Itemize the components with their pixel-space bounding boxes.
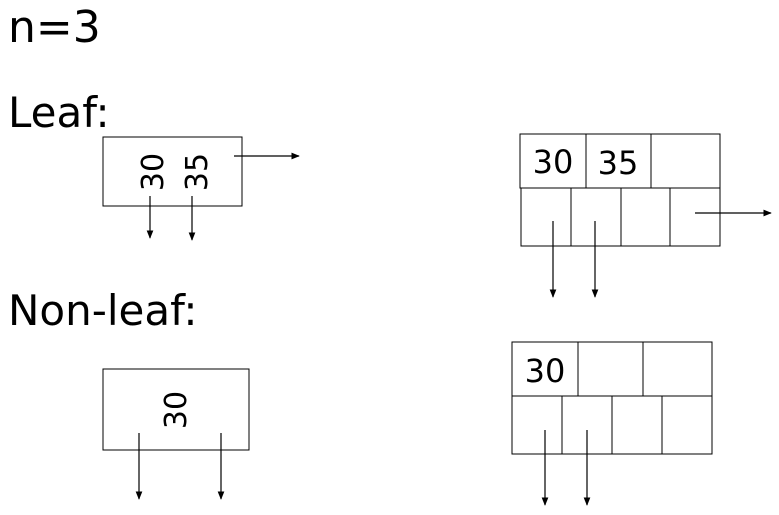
non-leaf-pointer-cell-3 bbox=[611, 395, 663, 455]
leaf-compact-key-1: 30 bbox=[136, 153, 171, 191]
leaf-key-cell-2 bbox=[585, 133, 652, 189]
non-leaf-pointer-cell-4 bbox=[661, 395, 713, 455]
non-leaf-heading: Non-leaf: bbox=[8, 286, 198, 335]
non-leaf-key-cell-3 bbox=[642, 341, 713, 397]
leaf-compact-key-2: 35 bbox=[180, 153, 215, 191]
leaf-pointer-cell-4 bbox=[669, 187, 721, 247]
leaf-expanded-node: 30 35 bbox=[519, 133, 772, 298]
leaf-key-cell-3 bbox=[650, 133, 721, 189]
leaf-key-cell-1 bbox=[519, 133, 587, 189]
leaf-compact-box bbox=[102, 136, 243, 207]
non-leaf-expanded-key-1: 30 bbox=[525, 352, 566, 390]
non-leaf-key-cell-2 bbox=[577, 341, 644, 397]
leaf-expanded-key-2: 35 bbox=[598, 144, 639, 182]
leaf-pointer-cell-2 bbox=[570, 187, 622, 247]
non-leaf-pointer-cell-1 bbox=[511, 395, 563, 455]
leaf-expanded-key-1: 30 bbox=[533, 143, 574, 181]
page-title: n=3 bbox=[8, 2, 101, 53]
non-leaf-compact-key-1: 30 bbox=[159, 391, 194, 429]
leaf-heading: Leaf: bbox=[8, 88, 110, 137]
leaf-pointer-cell-3 bbox=[620, 187, 671, 247]
leaf-pointer-cell-1 bbox=[520, 187, 572, 247]
non-leaf-compact-node: 30 bbox=[102, 368, 250, 500]
non-leaf-expanded-node: 30 bbox=[511, 341, 713, 506]
non-leaf-compact-box bbox=[102, 368, 250, 451]
leaf-compact-node: 30 35 bbox=[102, 136, 300, 241]
